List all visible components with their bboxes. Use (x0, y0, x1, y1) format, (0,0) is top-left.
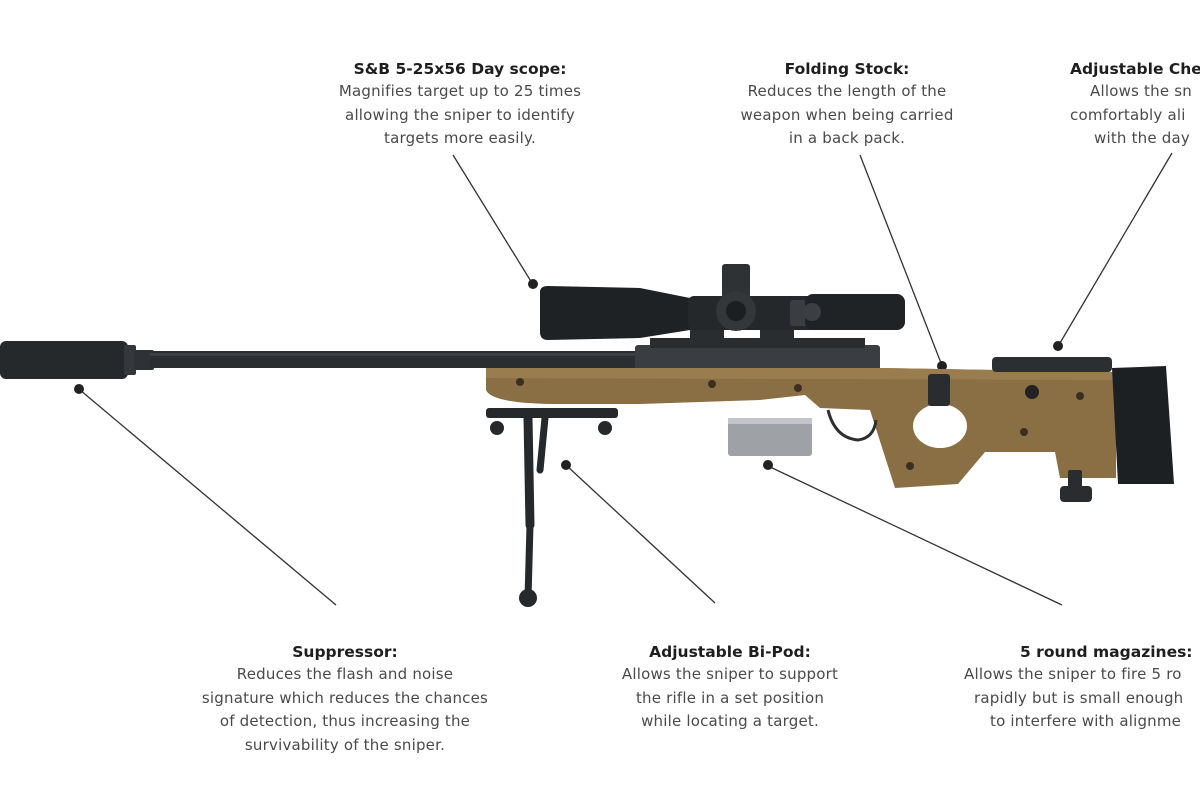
callout-scope: S&B 5-25x56 Day scope: Magnifies target … (305, 58, 615, 151)
callout-cheek-line-2: comfortably ali (1070, 105, 1186, 124)
callout-bipod-title: Adjustable Bi-Pod: (649, 643, 811, 661)
dot-magazine (763, 460, 773, 470)
callout-stock: Folding Stock: Reduces the length of the… (712, 58, 982, 151)
dot-bipod (561, 460, 571, 470)
leader-line-magazine (767, 465, 1063, 606)
leader-lines (79, 152, 1173, 606)
callout-stock-line-1: Reduces the length of the (747, 82, 947, 100)
callout-bipod-line-2: the rifle in a set position (635, 688, 825, 707)
leader-line-scope (452, 154, 533, 284)
magazine-shape (728, 418, 812, 456)
callout-scope-line-3: targets more easily. (384, 129, 536, 147)
callout-stock-line-2: weapon when being carried (740, 105, 954, 124)
callout-suppressor-title: Suppressor: (292, 643, 398, 661)
leader-line-bipod (566, 465, 716, 604)
callout-scope-line-1: Magnifies target up to 25 times (338, 82, 582, 100)
callout-cheek-title: Adjustable Che (1070, 60, 1200, 78)
callout-stock-line-3: in a back pack. (788, 129, 906, 147)
scope-shape (540, 264, 905, 342)
callout-magazine-line-1: Allows the sniper to fire 5 ro (964, 665, 1182, 683)
callout-scope-line-2: allowing the sniper to identify (345, 105, 575, 124)
callout-cheek-line-3: with the day (1094, 129, 1190, 147)
fold-hinge-shape (928, 374, 950, 406)
callout-bipod-line-1: Allows the sniper to support (621, 665, 839, 683)
callout-suppressor-line-4: survivability of the sniper. (244, 735, 446, 754)
butt-pad-shape (1112, 366, 1174, 484)
cheek-piece-shape (992, 357, 1112, 372)
leader-line-cheek (1059, 152, 1173, 344)
callout-magazine-title: 5 round magazines: (1020, 643, 1193, 661)
callout-cheek: Adjustable Che Allows the sn comfortably… (1062, 58, 1200, 151)
callout-stock-title: Folding Stock: (784, 60, 910, 78)
suppressor-shape (0, 341, 154, 379)
callout-suppressor-line-1: Reduces the flash and noise (236, 665, 454, 683)
callout-scope-title: S&B 5-25x56 Day scope: (353, 60, 567, 78)
callout-suppressor: Suppressor: Reduces the flash and noise … (165, 641, 525, 757)
bipod-shape (486, 408, 618, 607)
receiver-shape (635, 345, 880, 371)
callout-magazine-line-3: to interfere with alignme (990, 712, 1182, 730)
monopod-shape (1060, 470, 1092, 502)
callout-magazine: 5 round magazines: Allows the sniper to … (960, 641, 1200, 734)
dot-suppressor (74, 384, 84, 394)
dot-cheek (1053, 341, 1063, 351)
callout-bipod-line-3: while locating a target. (641, 712, 819, 730)
callout-cheek-line-1: Allows the sn (1090, 82, 1192, 100)
callout-bipod: Adjustable Bi-Pod: Allows the sniper to … (585, 641, 875, 734)
leader-line-stock (859, 154, 942, 364)
dot-scope (528, 279, 538, 289)
leader-line-suppressor (79, 389, 337, 606)
callout-suppressor-line-2: signature which reduces the chances (201, 688, 489, 707)
leader-dots (74, 279, 1063, 470)
dot-stock (937, 361, 947, 371)
callout-magazine-line-2: rapidly but is small enough (974, 688, 1184, 707)
stock-shape (486, 368, 1116, 488)
callout-suppressor-line-3: of detection, thus increasing the (219, 712, 471, 730)
